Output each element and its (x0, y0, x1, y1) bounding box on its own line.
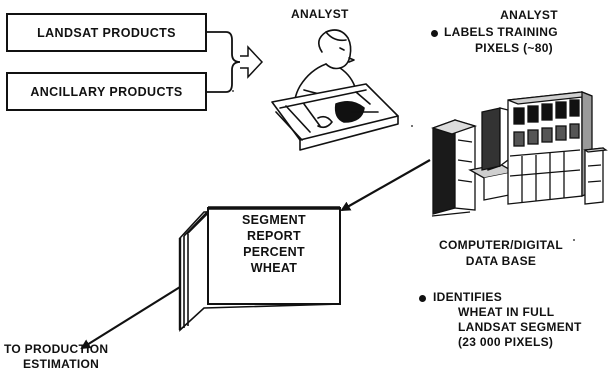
computer-label-line1: COMPUTER/DIGITAL (439, 238, 563, 252)
report-line1: SEGMENT (242, 213, 306, 227)
analyst-figure-icon (271, 29, 399, 151)
report-line4: WHEAT (250, 261, 298, 275)
identifies-line2: WHEAT IN FULL (458, 305, 555, 319)
output-line1: TO PRODUCTION (4, 342, 109, 356)
analyst-task-title: ANALYST (500, 8, 558, 22)
ancillary-products-label: ANCILLARY PRODUCTS (30, 84, 183, 99)
segment-report-stack (178, 206, 341, 332)
identifies-line4: (23 000 PIXELS) (458, 335, 554, 349)
scan-dot (232, 90, 234, 92)
report-to-production-arrow (80, 286, 181, 350)
scan-dot (411, 125, 413, 127)
mainframe-computer-icon (430, 91, 608, 217)
analyst-task-line2: PIXELS (~80) (475, 41, 553, 55)
bullet-icon (431, 30, 438, 37)
merge-brace (206, 31, 241, 93)
scan-dot (573, 239, 575, 241)
ancillary-products-box (6, 72, 207, 111)
computer-label-line2: DATA BASE (465, 254, 537, 268)
landsat-products-label: LANDSAT PRODUCTS (37, 25, 176, 40)
identifies-line3: LANDSAT SEGMENT (458, 320, 582, 334)
bullet-icon (419, 295, 426, 302)
identifies-line1: IDENTIFIES (433, 290, 503, 304)
landsat-products-box (6, 13, 207, 52)
report-line3: PERCENT (243, 245, 305, 259)
computer-to-report-arrow (340, 159, 431, 211)
output-line2: ESTIMATION (23, 357, 100, 371)
analyst-task-line1: LABELS TRAINING (444, 25, 558, 39)
merge-arrow (240, 45, 264, 79)
analyst-title: ANALYST (291, 7, 349, 21)
report-line2: REPORT (247, 229, 301, 243)
